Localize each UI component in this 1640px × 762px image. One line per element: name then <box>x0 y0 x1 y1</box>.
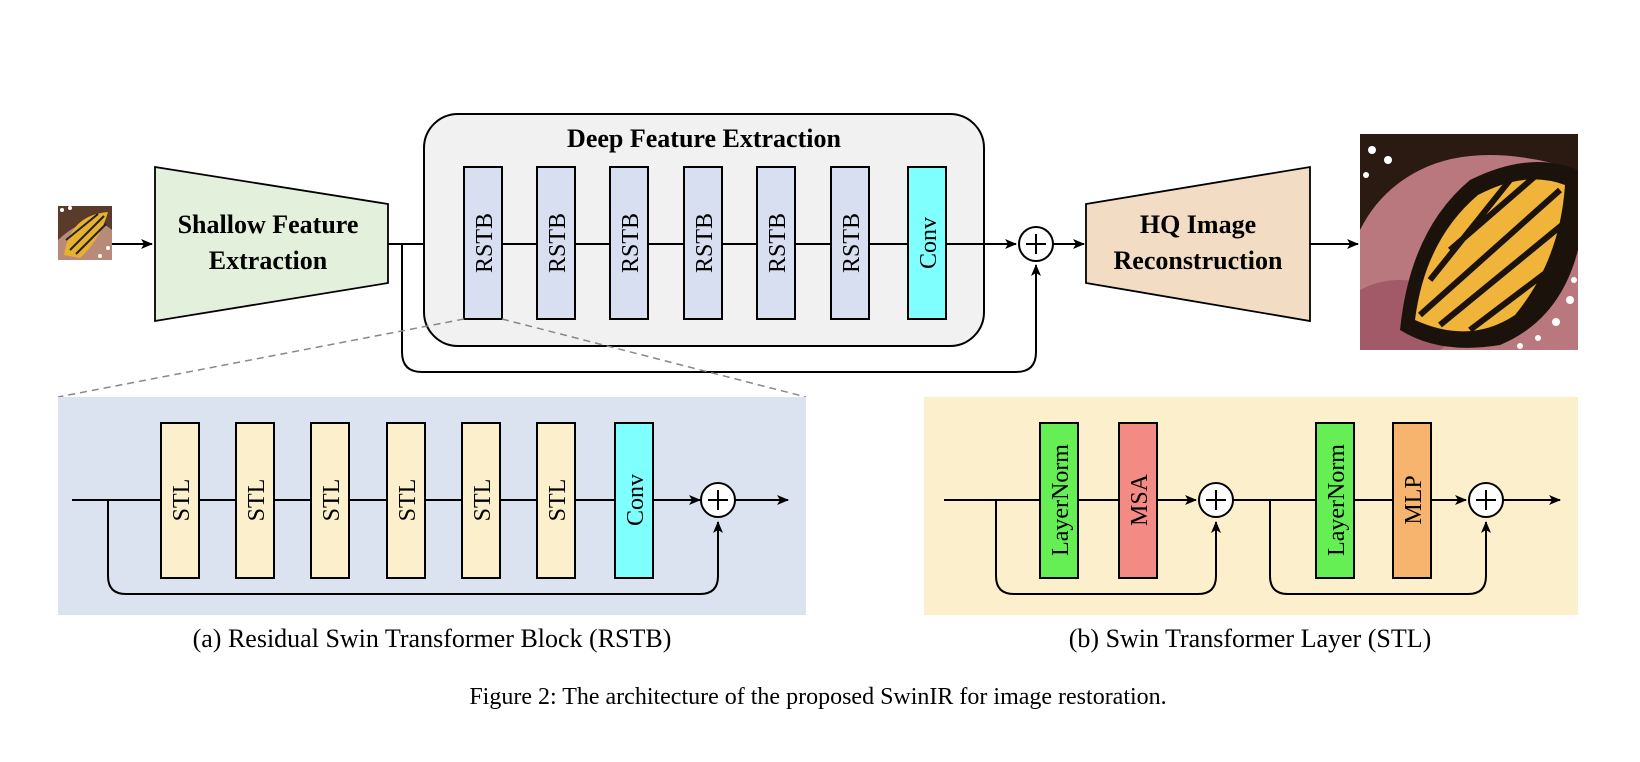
stl-label-4: STL <box>395 479 421 522</box>
rstb-block-2: RSTB <box>536 166 576 320</box>
panel-b-skip-1 <box>995 500 1221 595</box>
panel-a-sum-node <box>700 482 736 518</box>
output-image <box>1360 134 1578 350</box>
shallow-label-line1: Shallow Feature <box>178 210 359 239</box>
panel-b-background <box>924 397 1578 615</box>
stl-label-3: STL <box>319 479 345 522</box>
shallow-feature-block <box>154 165 389 323</box>
rstb-label-2: RSTB <box>545 213 571 273</box>
deep-conv-label: Conv <box>916 217 942 269</box>
layernorm-block-1: LayerNorm <box>1039 422 1079 579</box>
zoom-line-left <box>57 318 465 398</box>
stl-label-6: STL <box>545 479 571 522</box>
input-image <box>58 206 112 260</box>
global-skip-connection <box>401 244 1041 373</box>
zoom-line-right <box>501 318 807 398</box>
hq-label-line2: Reconstruction <box>1114 246 1284 275</box>
msa-block: MSA <box>1118 422 1158 579</box>
rstb-block-6: RSTB <box>830 166 870 320</box>
rstb-block-5: RSTB <box>756 166 796 320</box>
rstb-label-5: RSTB <box>765 213 791 273</box>
layernorm-label-1: LayerNorm <box>1048 444 1074 556</box>
rstb-label-1: RSTB <box>472 213 498 273</box>
stl-block-6: STL <box>536 422 576 579</box>
stl-block-1: STL <box>160 422 200 579</box>
rstb-block-1: RSTB <box>463 166 503 320</box>
deep-feature-title: Deep Feature Extraction <box>567 124 841 153</box>
layernorm-label-2: LayerNorm <box>1324 444 1350 556</box>
panel-b-sum-node-2 <box>1468 482 1504 518</box>
stl-block-3: STL <box>310 422 350 579</box>
stl-label-1: STL <box>169 479 195 522</box>
shallow-label-line2: Extraction <box>209 246 328 275</box>
msa-label: MSA <box>1127 473 1153 526</box>
global-sum-node <box>1018 226 1054 262</box>
stl-label-2: STL <box>244 479 270 522</box>
rstb-label-6: RSTB <box>839 213 865 273</box>
rstb-block-4: RSTB <box>683 166 723 320</box>
rstb-block-3: RSTB <box>609 166 649 320</box>
panel-b-caption: (b) Swin Transformer Layer (STL) <box>1069 624 1432 653</box>
panel-a-conv-block: Conv <box>614 422 654 579</box>
panel-a-caption: (a) Residual Swin Transformer Block (RST… <box>193 624 672 653</box>
hq-label-line1: HQ Image <box>1140 210 1256 239</box>
figure-caption: Figure 2: The architecture of the propos… <box>469 684 1166 710</box>
stl-block-5: STL <box>461 422 501 579</box>
panel-a-conv-label: Conv <box>623 474 649 526</box>
layernorm-block-2: LayerNorm <box>1315 422 1355 579</box>
panel-b-skip-2 <box>1269 500 1491 595</box>
stl-block-2: STL <box>235 422 275 579</box>
stl-label-5: STL <box>470 479 496 522</box>
stl-block-4: STL <box>386 422 426 579</box>
panel-a-skip-connection <box>107 500 723 595</box>
rstb-label-4: RSTB <box>692 213 718 273</box>
panel-b-sum-node-1 <box>1198 482 1234 518</box>
deep-conv-block: Conv <box>907 166 947 320</box>
rstb-label-3: RSTB <box>618 213 644 273</box>
mlp-block: MLP <box>1392 422 1432 579</box>
hq-reconstruction-block <box>1085 165 1311 323</box>
mlp-label: MLP <box>1401 475 1427 524</box>
